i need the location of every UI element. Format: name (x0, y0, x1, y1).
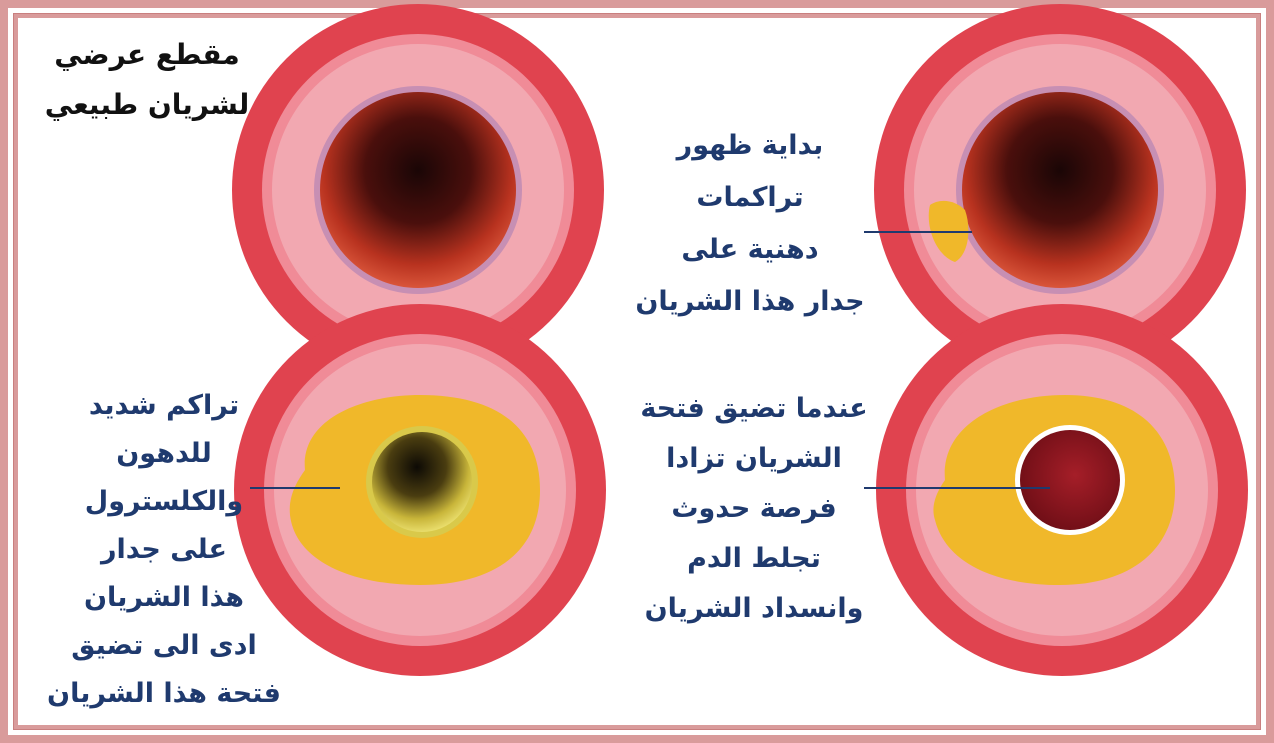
label-severe-line-4: على جدار (18, 526, 310, 574)
label-normal: مقطع عرضي لشريان طبيعي (36, 30, 258, 130)
label-early-line-3: دهنية على (628, 224, 872, 276)
label-clot-line-1: عندما تضيق فتحة (606, 384, 902, 434)
label-severe-line-5: هذا الشريان (18, 574, 310, 622)
label-severe: تراكم شديد للدهون والكلسترول على جدار هذ… (18, 382, 310, 718)
label-early-line-2: تراكمات (628, 172, 872, 224)
label-normal-line-1: مقطع عرضي (36, 30, 258, 80)
label-severe-line-6: ادى الى تضيق (18, 622, 310, 670)
label-severe-line-2: للدهون (18, 430, 310, 478)
label-severe-line-7: فتحة هذا الشريان (18, 670, 310, 718)
label-normal-line-2: لشريان طبيعي (36, 80, 258, 130)
label-severe-line-1: تراكم شديد (18, 382, 310, 430)
label-early: بداية ظهور تراكمات دهنية على جدار هذا ال… (628, 120, 872, 328)
label-clot: عندما تضيق فتحة الشريان تزادا فرصة حدوث … (606, 384, 902, 634)
label-severe-line-3: والكلسترول (18, 478, 310, 526)
label-early-line-4: جدار هذا الشريان (628, 276, 872, 328)
label-early-line-1: بداية ظهور (628, 120, 872, 172)
label-clot-line-4: تجلط الدم (606, 534, 902, 584)
label-clot-line-2: الشريان تزادا (606, 434, 902, 484)
artery-clot (864, 304, 1248, 676)
label-clot-line-3: فرصة حدوث (606, 484, 902, 534)
label-clot-line-5: وانسداد الشريان (606, 584, 902, 634)
